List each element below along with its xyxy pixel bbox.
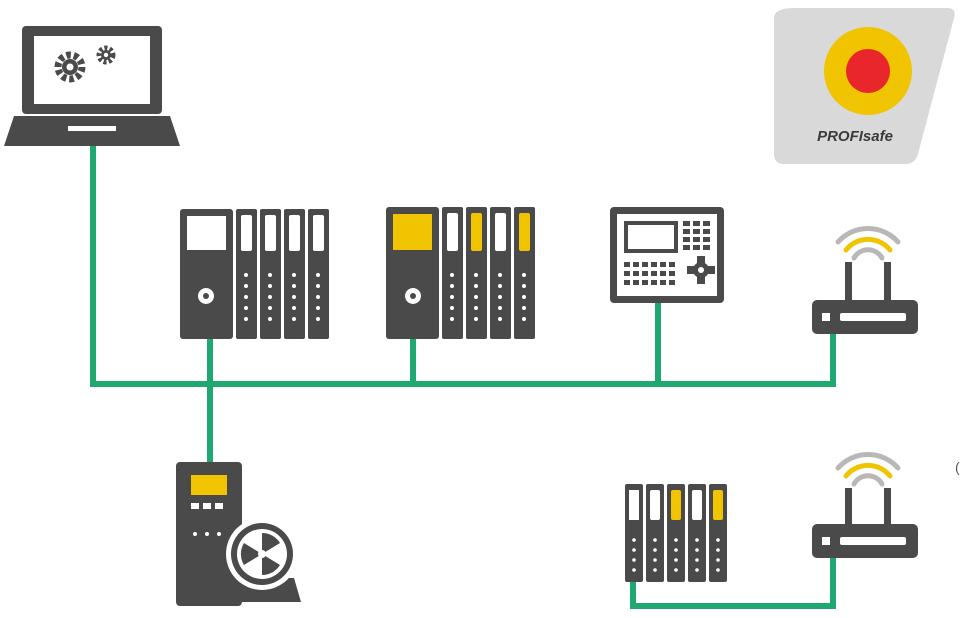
drive-display [191, 475, 227, 495]
gear-icon [54, 51, 86, 83]
wireless-client-router-icon [812, 452, 918, 558]
laptop-touchpad [68, 126, 116, 131]
laptop-with-gears-icon [4, 26, 180, 146]
laptop-display [34, 36, 150, 104]
hmi-operator-panel-icon [610, 207, 724, 303]
hmi-keyboard [624, 262, 675, 285]
safety-plc-controller-icon [386, 207, 535, 339]
safety-io-card-4 [514, 207, 535, 339]
safety-io-card-1 [442, 207, 463, 339]
safety-io-card-3 [490, 207, 511, 339]
profisafe-badge: PROFIsafe [774, 8, 955, 164]
safety-io-card-2 [466, 207, 487, 339]
drive-with-motor-icon [176, 462, 301, 606]
plc-controller-icon [180, 209, 329, 339]
remote-io-link [630, 553, 836, 609]
wireless-router-icon [812, 226, 918, 334]
hmi-navigation-pad [687, 256, 715, 284]
badge-label: PROFIsafe [817, 128, 893, 145]
motor-icon [225, 518, 301, 602]
small-gear-icon [96, 45, 116, 65]
badge-red-button [846, 49, 890, 93]
remote-io-module-icon [625, 484, 727, 582]
hmi-keypad [683, 221, 710, 250]
stray-parenthesis: ( [955, 459, 960, 475]
network-links [90, 145, 836, 609]
